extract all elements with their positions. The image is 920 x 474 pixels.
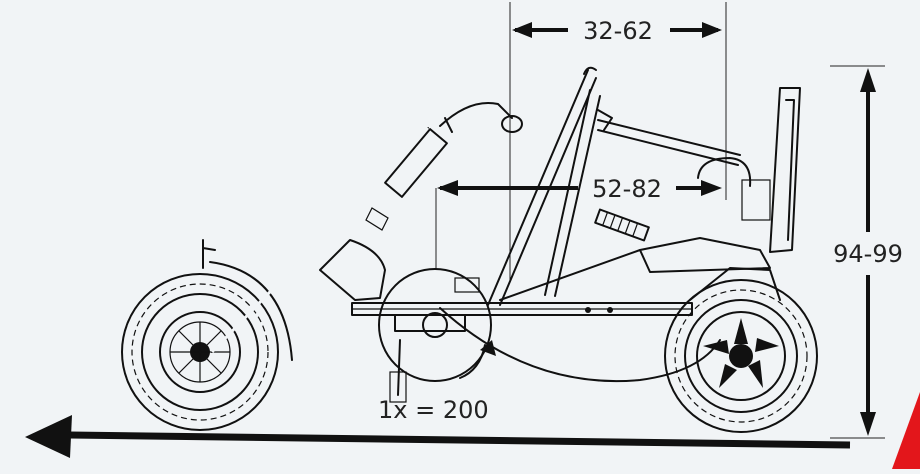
steering-column [210,102,523,354]
seat [639,87,801,273]
red-corner-accent [892,392,920,469]
front-wheel [121,273,279,431]
top-width-label: 32-62 [583,17,653,45]
go-kart-drawing [121,66,818,433]
front-fender [209,261,293,361]
frame-tubes [487,66,741,306]
foot-grip [594,208,650,242]
dimension-reach: 52-82 [437,175,722,203]
ground-arrow [25,415,851,458]
front-body [319,239,386,301]
dimension-height: 94-99 [833,68,903,436]
height-label: 94-99 [833,240,903,268]
rear-wheel [664,279,818,433]
pedal-crank [378,268,496,403]
gear-ratio-label: 1x = 200 [378,396,489,424]
dimension-top-width: 32-62 [512,17,722,45]
dimension-guides [435,2,885,439]
rear-linkage [689,267,781,301]
reach-label: 52-82 [592,175,662,203]
